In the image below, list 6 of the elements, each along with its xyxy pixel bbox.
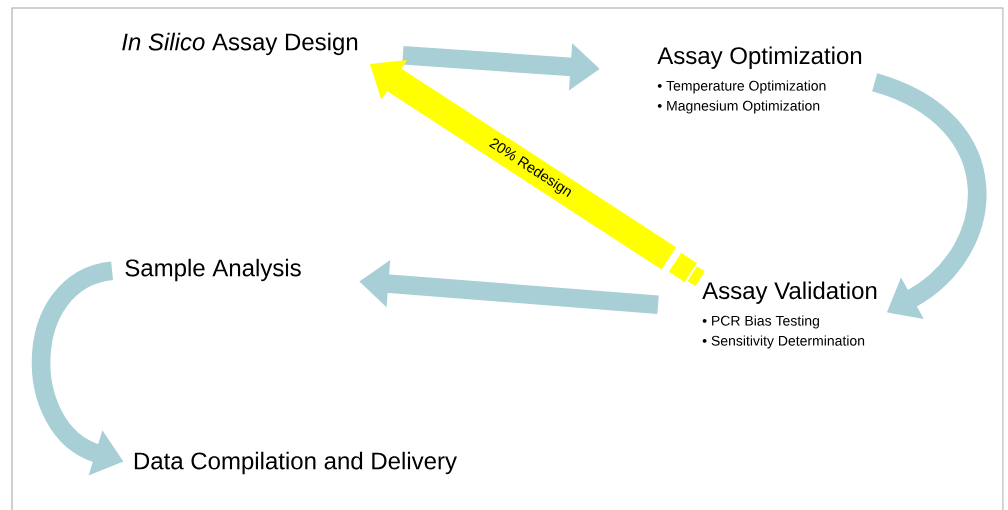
step-with-bullets: Assay Validation • PCR Bias Testing • Sensitivity Determination [702,281,877,349]
step-label: In Silico Assay Design [122,32,358,56]
step-with-bullets: Assay Optimization • Temperature Optimization • Magnesium Optimization [657,46,862,114]
step-label: Data Compilation and Delivery [134,451,457,475]
step-label: Sample Analysis [125,258,301,282]
arrow [871,73,987,319]
